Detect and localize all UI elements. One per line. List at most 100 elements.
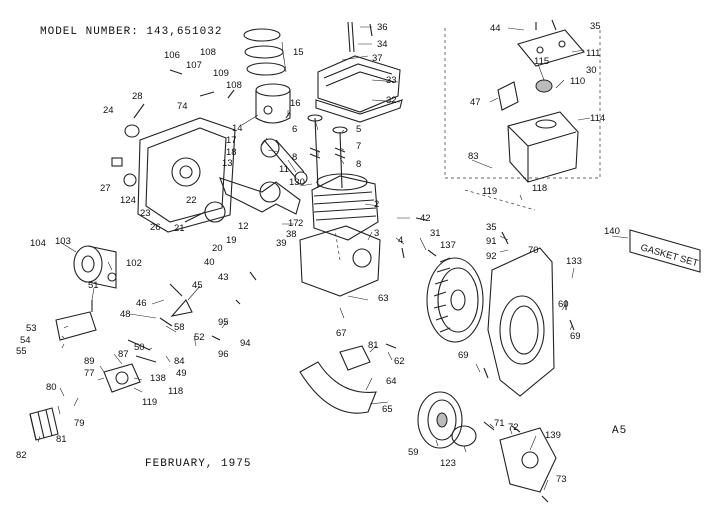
muffler: [73, 245, 117, 289]
callout-37: 37: [372, 53, 383, 64]
shield-plate: [497, 81, 519, 111]
callout-8: 8: [292, 152, 297, 163]
callout-5: 5: [356, 124, 361, 135]
callout-106: 106: [164, 50, 180, 61]
callout-27: 27: [100, 183, 111, 194]
crankcase-cover: [137, 117, 236, 233]
drain-plug: [111, 157, 123, 167]
callout-102: 102: [126, 258, 142, 269]
callout-19: 19: [226, 235, 237, 246]
callout-62: 62: [394, 356, 405, 367]
flywheel: [426, 257, 484, 343]
callout-50: 50: [134, 342, 145, 353]
carburetor: [55, 311, 141, 393]
callout-8: 8: [356, 159, 361, 170]
cylinder-head: [315, 21, 403, 123]
callout-21: 21: [174, 223, 185, 234]
callout-124: 124: [120, 195, 136, 206]
leader-lines: [37, 26, 629, 491]
callout-30: 30: [586, 65, 597, 76]
callout-20: 20: [212, 243, 223, 254]
callout-4: 4: [398, 235, 403, 246]
gasket-ring: [107, 272, 117, 282]
callout-74: 74: [177, 101, 188, 112]
callout-35: 35: [486, 222, 497, 233]
camshaft: [184, 201, 226, 223]
callout-69: 69: [458, 350, 469, 361]
callout-49: 49: [176, 368, 187, 379]
callout-36: 36: [377, 22, 388, 33]
callout-82: 82: [16, 450, 27, 461]
oil-seal: [124, 124, 140, 138]
callout-51: 51: [88, 280, 99, 291]
callout-24: 24: [103, 105, 114, 116]
callout-7: 7: [356, 141, 361, 152]
callout-59: 59: [408, 447, 419, 458]
callout-32: 32: [386, 95, 397, 106]
callout-133: 133: [566, 256, 582, 267]
callout-52: 52: [194, 332, 205, 343]
callout-118: 118: [168, 386, 183, 397]
callout-17: 17: [226, 135, 237, 146]
valves: [307, 114, 348, 189]
callout-92: 92: [486, 251, 497, 262]
callout-123: 123: [440, 458, 456, 469]
callout-103: 103: [55, 236, 71, 247]
gasket-set-box: GASKET SET: [629, 229, 701, 273]
electric-starter: [29, 407, 59, 441]
callout-137: 137: [440, 240, 456, 251]
callout-108: 108: [200, 47, 216, 58]
callout-47: 47: [470, 97, 481, 108]
callout-6: 6: [292, 124, 297, 135]
callout-115: 115: [534, 56, 549, 67]
callout-114: 114: [590, 113, 605, 124]
callout-2: 2: [374, 199, 379, 210]
callout-48: 48: [120, 309, 131, 320]
callout-64: 64: [386, 376, 397, 387]
callout-139: 139: [545, 430, 561, 441]
callout-3: 3: [374, 228, 379, 239]
page-code: A5: [612, 425, 628, 437]
callout-138: 138: [150, 373, 166, 384]
callout-2: 2: [298, 218, 303, 229]
callout-54: 54: [20, 335, 31, 346]
callout-38: 38: [286, 229, 297, 240]
starter-pulley: [417, 391, 463, 449]
cylinder-block: [299, 173, 381, 297]
crankshaft: [219, 177, 301, 215]
callout-110: 110: [570, 76, 585, 87]
washer: [123, 173, 137, 187]
callout-83: 83: [468, 151, 479, 162]
callout-80: 80: [46, 382, 57, 393]
model-number: MODEL NUMBER: 143,651032: [40, 26, 223, 38]
callout-labels: 36 34 37 33 32 15 106 108 107 109 108 74…: [16, 21, 620, 485]
callout-18: 18: [226, 147, 237, 158]
callout-58: 58: [174, 322, 185, 333]
callout-43: 43: [218, 272, 229, 283]
callout-33: 33: [386, 75, 397, 86]
callout-73: 73: [556, 474, 567, 485]
callout-87: 87: [118, 349, 129, 360]
callout-46: 46: [136, 298, 147, 309]
callout-40: 40: [204, 257, 215, 268]
callout-94: 94: [240, 338, 251, 349]
connecting-rod: [260, 138, 308, 185]
callout-60: 60: [558, 299, 569, 310]
callout-96: 96: [218, 349, 229, 360]
callout-45: 45: [192, 280, 203, 291]
dashed-leader-line: [334, 229, 341, 261]
callout-16: 16: [290, 98, 301, 109]
fuel-cap: [535, 79, 553, 93]
callout-22: 22: [186, 195, 197, 206]
tank-bracket: [517, 29, 585, 67]
callout-95: 95: [218, 317, 229, 328]
callout-67: 67: [336, 328, 347, 339]
callout-17: 17: [288, 218, 299, 229]
air-deflector: [299, 345, 377, 414]
callout-119: 119: [482, 186, 497, 197]
callout-13: 13: [222, 158, 233, 169]
callout-72: 72: [508, 422, 519, 433]
callout-34: 34: [377, 39, 388, 50]
piston: [255, 83, 291, 124]
